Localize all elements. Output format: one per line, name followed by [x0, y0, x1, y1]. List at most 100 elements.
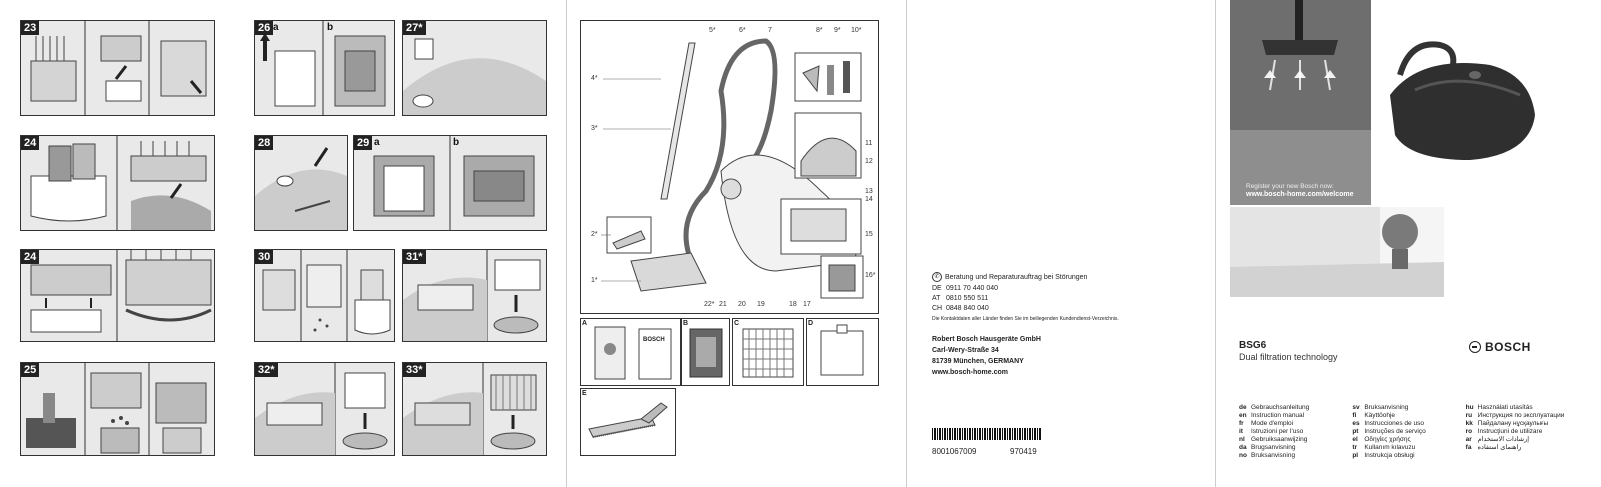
panel-23: 23 — [20, 20, 215, 116]
callout-13: 13 — [865, 188, 873, 195]
language-code: sv — [1352, 404, 1360, 411]
callout-1: 1* — [591, 277, 598, 284]
panel-sub-a: a — [374, 137, 380, 148]
language-title: Instrucţiuni de utilizare — [1477, 428, 1543, 435]
callout-8: 8* — [816, 27, 823, 34]
language-title: Brugsanvisning — [1251, 444, 1296, 451]
phone-ch: 0848 840 040 — [946, 305, 989, 312]
panel-number: 30 — [255, 250, 274, 264]
language-title: Mode d'emploi — [1251, 420, 1294, 427]
brand-name: BOSCH — [1485, 340, 1531, 354]
language-code: el — [1352, 436, 1358, 443]
illustration-filter-clean — [262, 250, 391, 341]
language-title: Bruksanvisning — [1364, 404, 1409, 411]
callout-10: 10* — [851, 27, 862, 34]
panel-sub-b: b — [453, 137, 460, 148]
language-code: fi — [1352, 412, 1357, 419]
language-entry: da Brugsanvisning — [1239, 444, 1352, 452]
language-title: Használati utasítás — [1477, 404, 1533, 411]
callout-15: 15 — [865, 231, 873, 238]
company-street: Carl-Wery-Straße 34 — [932, 347, 999, 354]
language-code: nl — [1239, 436, 1245, 443]
vacuum-nozzle-photo — [1230, 0, 1371, 205]
illustration-hepa-filter — [403, 363, 537, 455]
hard-floor-nozzle-icon — [588, 402, 668, 438]
micro-filter-icon — [820, 324, 864, 376]
phone-at: 0810 550 511 — [946, 295, 989, 302]
callout-12: 12 — [865, 158, 873, 165]
country-code-at: AT — [932, 295, 941, 302]
panel-number: 23 — [21, 21, 40, 35]
country-code-de: DE — [932, 285, 942, 292]
panel-31: 31* — [402, 249, 547, 342]
language-title: إرشادات الاستخدام — [1477, 436, 1530, 443]
accessory-a: A BOSCH — [580, 318, 681, 386]
brand-logo: BOSCH — [1469, 340, 1531, 354]
panel-25: 25 — [20, 362, 215, 456]
callout-19: 19 — [757, 301, 765, 308]
language-code: fa — [1465, 444, 1472, 451]
phone-de: 0911 70 440 040 — [946, 285, 999, 292]
barcode-number: 8001067009 — [932, 447, 977, 456]
callout-20: 20 — [738, 301, 746, 308]
language-code: en — [1239, 412, 1247, 419]
language-code: kk — [1465, 420, 1473, 427]
callout-6: 6* — [739, 27, 746, 34]
panel-number: 33* — [403, 363, 426, 377]
print-code: 970419 — [1010, 447, 1037, 456]
service-note: Die Kontaktdaten aller Länder finden Sie… — [932, 316, 1119, 322]
panel-number: 31* — [403, 250, 426, 264]
panel-number: 26 — [255, 21, 274, 35]
language-code: de — [1239, 404, 1247, 411]
panel-number: 28 — [255, 136, 274, 150]
register-url[interactable]: www.bosch-home.com/welcome — [1246, 191, 1354, 198]
language-title: Instruções de serviço — [1364, 428, 1426, 435]
service-block: ✆ Beratung und Reparaturauftrag bei Stör… — [932, 272, 1192, 322]
language-title: Bruksanvisning — [1251, 452, 1296, 459]
language-code: da — [1239, 444, 1247, 451]
vacuum-cleaner-illustration — [601, 38, 864, 299]
vacuum-product-photo — [1390, 41, 1535, 160]
accessory-c: C — [732, 318, 804, 386]
company-web: www.bosch-home.com — [932, 369, 1008, 376]
callout-18: 18 — [789, 301, 797, 308]
panel-24b: 24 — [20, 249, 215, 342]
language-entry: no Bruksanvisning — [1239, 452, 1352, 460]
panel-27: 27* — [402, 20, 547, 116]
panel-30: 30 — [254, 249, 395, 342]
page-divider — [906, 0, 907, 487]
illustration-bag-indicator — [403, 38, 546, 115]
panel-number: 24 — [21, 250, 40, 264]
callout-9: 9* — [834, 27, 841, 34]
register-text: Register your new Bosch now: — [1246, 183, 1334, 190]
panel-33: 33* — [402, 362, 547, 456]
company-name: Robert Bosch Hausgeräte GmbH — [932, 336, 1041, 343]
language-title: Инструкция по эксплуатации — [1477, 412, 1565, 419]
language-title: Instrucciones de uso — [1364, 420, 1424, 427]
bosch-box-label: BOSCH — [643, 337, 665, 343]
accessory-d: D — [806, 318, 879, 386]
illustration-bag-insert — [373, 136, 535, 230]
barcode — [932, 428, 1042, 440]
language-code: no — [1239, 452, 1247, 459]
model-name: BSG6 — [1239, 340, 1267, 351]
panel-number: 32* — [255, 363, 278, 377]
illustration-filter-replace — [255, 363, 388, 455]
language-code: ro — [1465, 428, 1473, 435]
country-code-ch: CH — [932, 305, 943, 312]
language-code: fr — [1239, 420, 1244, 427]
company-city: 81739 München, GERMANY — [932, 358, 1024, 365]
